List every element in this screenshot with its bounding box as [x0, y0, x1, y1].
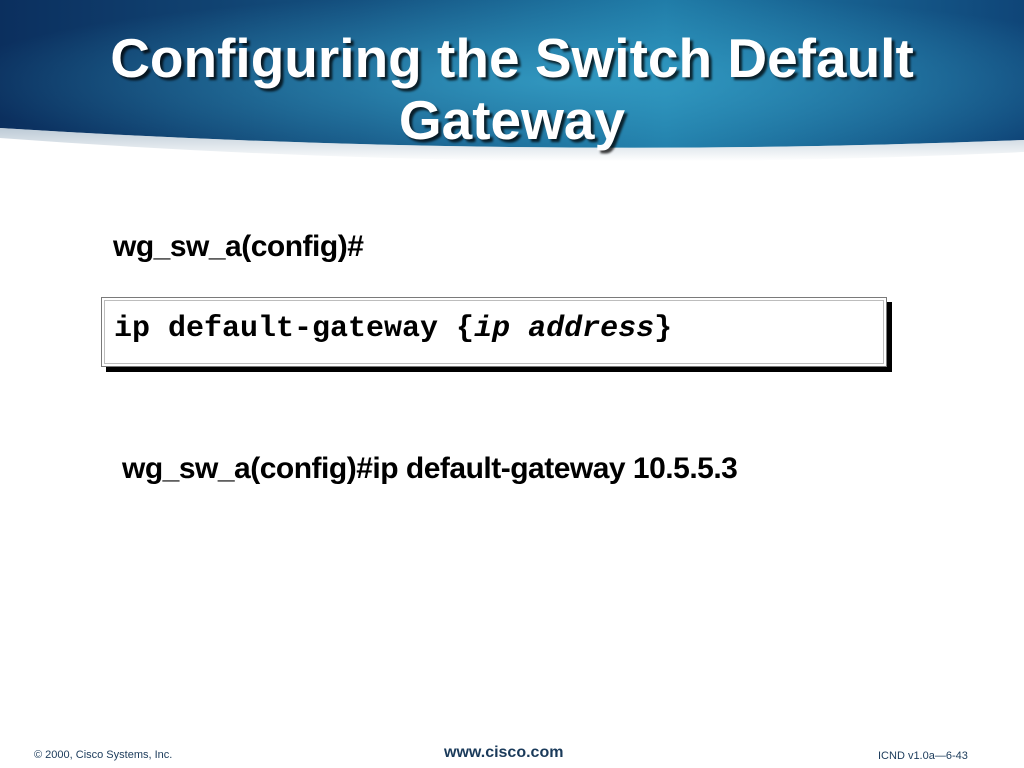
footer-copyright: © 2000, Cisco Systems, Inc. — [34, 749, 173, 761]
title-banner — [0, 0, 1024, 175]
footer-course-id: ICND v1.0a—6-43 — [878, 750, 968, 762]
footer-website-link[interactable]: www.cisco.com — [444, 744, 564, 761]
command-syntax: ip default-gateway {ip address} — [114, 312, 672, 346]
command-example: wg_sw_a(config)#ip default-gateway 10.5.… — [122, 452, 738, 485]
syntax-close: } — [654, 312, 673, 346]
title-line-1: Configuring the Switch Default — [110, 27, 914, 89]
page-title: Configuring the Switch Default Gateway — [0, 27, 1024, 151]
syntax-command: ip default-gateway { — [114, 312, 475, 346]
title-line-2: Gateway — [398, 89, 626, 151]
command-syntax-box: ip default-gateway {ip address} — [101, 297, 887, 367]
syntax-argument: ip address — [474, 312, 655, 346]
config-prompt: wg_sw_a(config)# — [113, 230, 364, 263]
